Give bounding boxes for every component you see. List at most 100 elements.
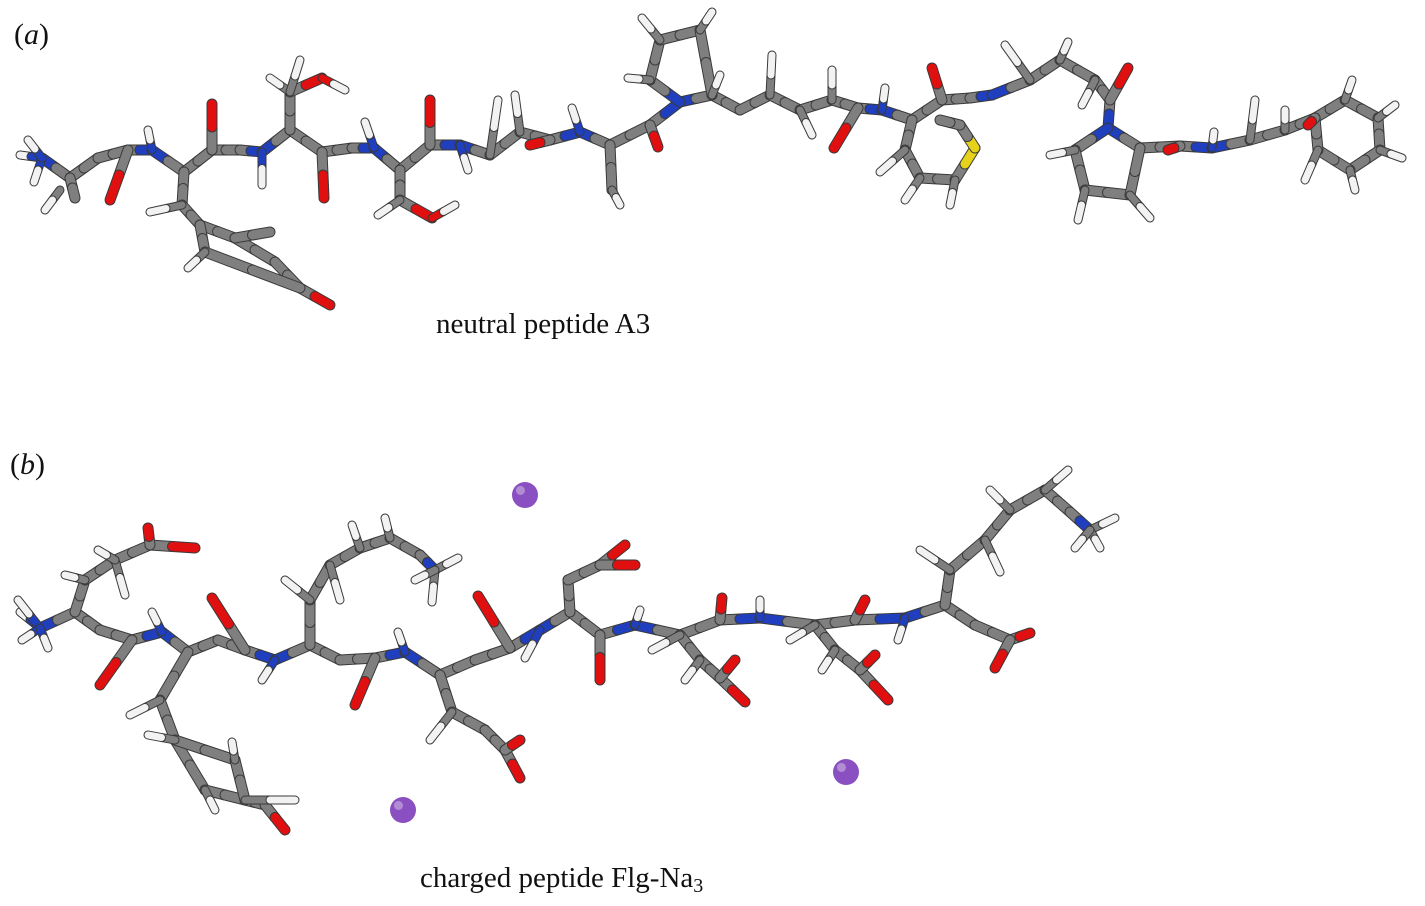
bond	[1345, 76, 1356, 94]
sphere-highlight	[393, 800, 404, 810]
bond	[310, 292, 335, 310]
bond	[990, 649, 1007, 673]
bond	[1001, 41, 1021, 66]
bond	[18, 630, 35, 644]
bond	[348, 521, 360, 540]
bond	[428, 582, 437, 606]
sodium-ion	[390, 797, 416, 823]
bond	[624, 74, 643, 83]
bond	[716, 593, 727, 614]
bond	[1114, 63, 1133, 89]
bond	[723, 655, 740, 674]
bond	[829, 123, 851, 153]
bond	[258, 666, 272, 684]
bond	[116, 574, 129, 599]
panel-b-label: (b)	[10, 448, 45, 481]
bond	[270, 813, 290, 835]
sodium-ion	[512, 482, 538, 508]
bond	[374, 204, 393, 219]
bond	[648, 639, 670, 654]
panel-a-label: (a)	[14, 18, 49, 51]
bond	[1046, 149, 1066, 159]
bond	[126, 704, 149, 719]
molecule-neutral-peptide-a3	[15, 7, 1407, 311]
bond	[331, 579, 344, 604]
bond	[901, 185, 916, 204]
bond	[946, 189, 956, 209]
bond	[40, 634, 52, 652]
bond	[168, 542, 200, 553]
bond	[361, 118, 373, 139]
bond	[281, 576, 301, 594]
bond	[1053, 466, 1072, 484]
bond	[148, 608, 161, 626]
bond	[869, 680, 893, 705]
bond	[521, 640, 536, 662]
bond	[1074, 201, 1085, 224]
bond	[146, 205, 170, 216]
bond	[935, 115, 955, 127]
bond	[291, 56, 304, 80]
bond	[511, 91, 521, 117]
bond	[855, 595, 870, 615]
bond	[330, 80, 349, 94]
bond	[525, 138, 545, 150]
bond	[1130, 143, 1145, 176]
bond	[712, 71, 724, 89]
bond	[786, 629, 806, 644]
bond	[1349, 176, 1359, 194]
bond	[266, 74, 284, 89]
bond	[1091, 535, 1104, 552]
bond	[426, 722, 445, 744]
bond	[440, 201, 459, 215]
bond	[1303, 117, 1316, 130]
bond	[318, 170, 329, 203]
bond	[1387, 150, 1406, 162]
bond	[927, 63, 942, 89]
caption-neutral-peptide: neutral peptide A3	[436, 308, 651, 340]
bond	[1136, 203, 1154, 222]
bond	[24, 136, 39, 153]
sodium-ion	[833, 759, 859, 785]
bond	[1301, 161, 1315, 184]
bond	[144, 731, 165, 741]
bond	[228, 738, 237, 755]
bond	[989, 552, 1004, 576]
bond	[1209, 128, 1218, 144]
bond	[30, 166, 42, 186]
bond	[61, 571, 79, 581]
bond	[608, 540, 630, 560]
bond	[41, 196, 56, 214]
bond	[207, 593, 233, 629]
bond	[1163, 143, 1179, 155]
bond	[818, 656, 832, 674]
bond	[728, 685, 750, 707]
bond	[94, 546, 110, 559]
molecule-charged-peptide-flg-na3	[13, 465, 1120, 836]
bond	[248, 227, 275, 240]
bond	[68, 183, 80, 203]
bond	[1015, 628, 1035, 641]
bond	[394, 628, 405, 646]
bond	[802, 119, 816, 139]
bond	[1060, 38, 1072, 55]
bond	[350, 677, 370, 710]
bond	[143, 523, 154, 541]
bond	[508, 735, 525, 750]
bond	[490, 96, 502, 131]
sphere-highlight	[515, 485, 525, 496]
bond	[95, 658, 121, 690]
bond	[894, 625, 905, 644]
bond	[916, 546, 939, 564]
bond	[695, 25, 711, 67]
bond	[612, 194, 624, 209]
bond	[14, 596, 33, 618]
bond	[1078, 89, 1092, 109]
bond	[443, 554, 462, 568]
bond	[876, 157, 896, 176]
bond	[681, 666, 696, 684]
bond	[508, 759, 525, 783]
bond	[248, 265, 305, 293]
bond	[702, 8, 716, 25]
